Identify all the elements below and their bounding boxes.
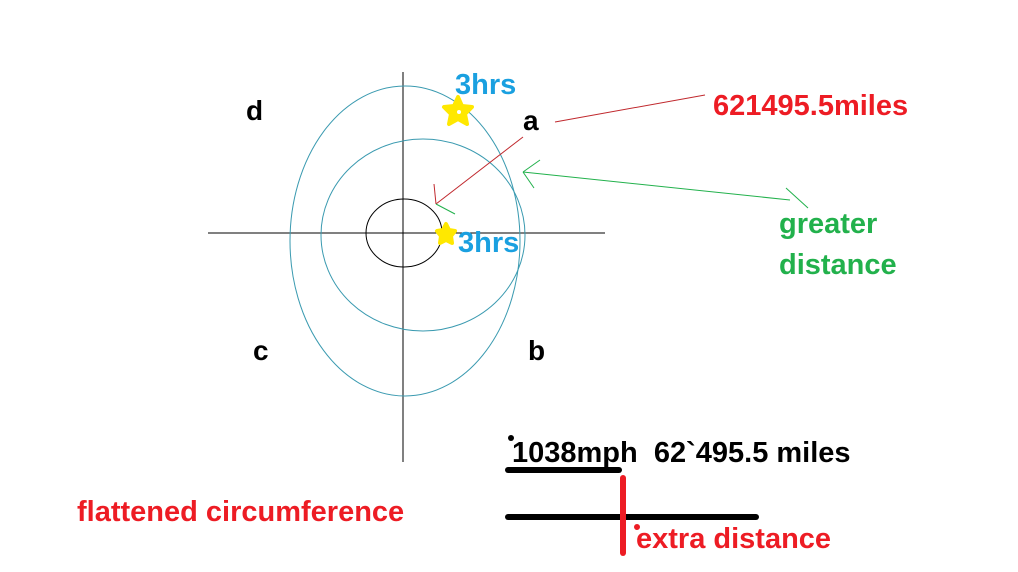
star-icon bbox=[435, 222, 457, 245]
green-arrow-line bbox=[522, 171, 791, 201]
flattened-label: flattened circumference bbox=[77, 496, 404, 528]
distance-label-green: distance bbox=[779, 249, 897, 281]
green-arrowhead-bottom bbox=[522, 171, 535, 189]
green-tick bbox=[785, 187, 809, 209]
quadrant-b-label: b bbox=[528, 335, 545, 366]
distance-label: 621495.5miles bbox=[713, 90, 908, 122]
quadrant-d-label: d bbox=[246, 95, 263, 126]
dot bbox=[508, 435, 514, 441]
outer-time-label: 3hrs bbox=[455, 69, 516, 101]
green-arrowhead bbox=[435, 203, 456, 215]
red-dot bbox=[634, 524, 640, 530]
greater-label: greater bbox=[779, 208, 877, 240]
green-arrowhead-top bbox=[522, 159, 541, 173]
outer-orbit bbox=[289, 85, 521, 397]
red-arrow-line bbox=[435, 136, 524, 205]
speed-distance-label: 1038mph 62`495.5 miles bbox=[512, 437, 851, 469]
red-arrowhead bbox=[433, 183, 437, 205]
red-pointer-line bbox=[554, 94, 706, 123]
quadrant-c-label: c bbox=[253, 335, 269, 366]
extra-distance-label: extra distance bbox=[636, 523, 831, 555]
inner-time-label: 3hrs bbox=[458, 227, 519, 259]
star-center bbox=[457, 110, 461, 114]
quadrant-a-label: a bbox=[523, 105, 539, 136]
middle-orbit bbox=[320, 138, 526, 332]
